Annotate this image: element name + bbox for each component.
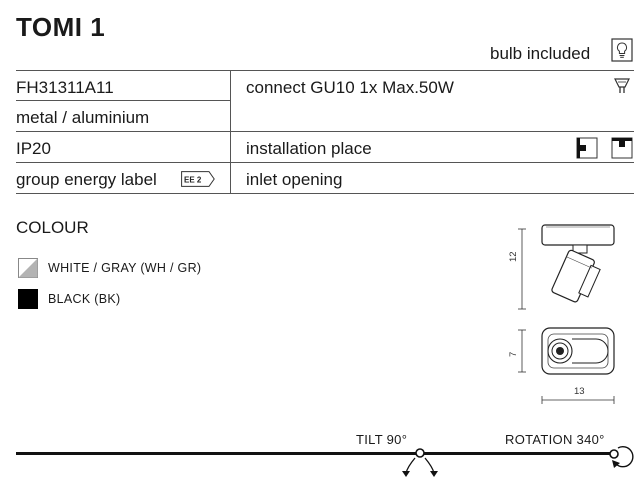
ip-rating: IP20 <box>16 139 51 158</box>
bulb-included-label: bulb included <box>490 44 591 63</box>
installation-place-label: installation place <box>246 139 372 158</box>
gu10-socket-icon <box>614 78 630 93</box>
front-height-dimension: 7 <box>508 351 519 357</box>
ceiling-mount-icon <box>611 137 633 159</box>
table-row-rule <box>16 100 230 101</box>
colour-option-label: WHITE / GRAY (WH / GR) <box>48 261 202 275</box>
bulb-icon <box>611 38 633 62</box>
wall-mount-icon <box>576 137 598 159</box>
front-width-dimension: 13 <box>574 386 585 397</box>
energy-label-title: group energy label <box>16 170 157 189</box>
rotation-label: ROTATION 340° <box>505 432 605 447</box>
table-column-divider <box>230 70 231 193</box>
table-bottom-rule <box>16 193 634 194</box>
front-view-drawing <box>518 327 615 404</box>
tilt-arrows-icon <box>402 448 438 477</box>
rotation-arrow-icon <box>609 446 634 468</box>
white-gray-swatch <box>18 258 38 278</box>
table-row-rule <box>16 162 634 163</box>
side-height-dimension: 12 <box>508 251 519 262</box>
rotation-baseline <box>16 452 616 455</box>
material-value: metal / aluminium <box>16 108 150 127</box>
colour-option-label: BLACK (BK) <box>48 292 121 306</box>
side-view-drawing <box>518 224 615 310</box>
table-top-rule <box>16 70 634 71</box>
table-row-rule <box>16 131 634 132</box>
energy-class-badge: EE 2 <box>181 171 215 187</box>
product-title: TOMI 1 <box>16 12 106 42</box>
connect-spec: connect GU10 1x Max.50W <box>246 78 454 97</box>
black-swatch <box>18 289 38 309</box>
energy-class-text: EE 2 <box>184 176 202 185</box>
tilt-label: TILT 90° <box>356 432 408 447</box>
product-code: FH31311A11 <box>16 78 114 97</box>
inlet-opening-label: inlet opening <box>246 170 343 189</box>
colour-heading: COLOUR <box>16 218 89 237</box>
